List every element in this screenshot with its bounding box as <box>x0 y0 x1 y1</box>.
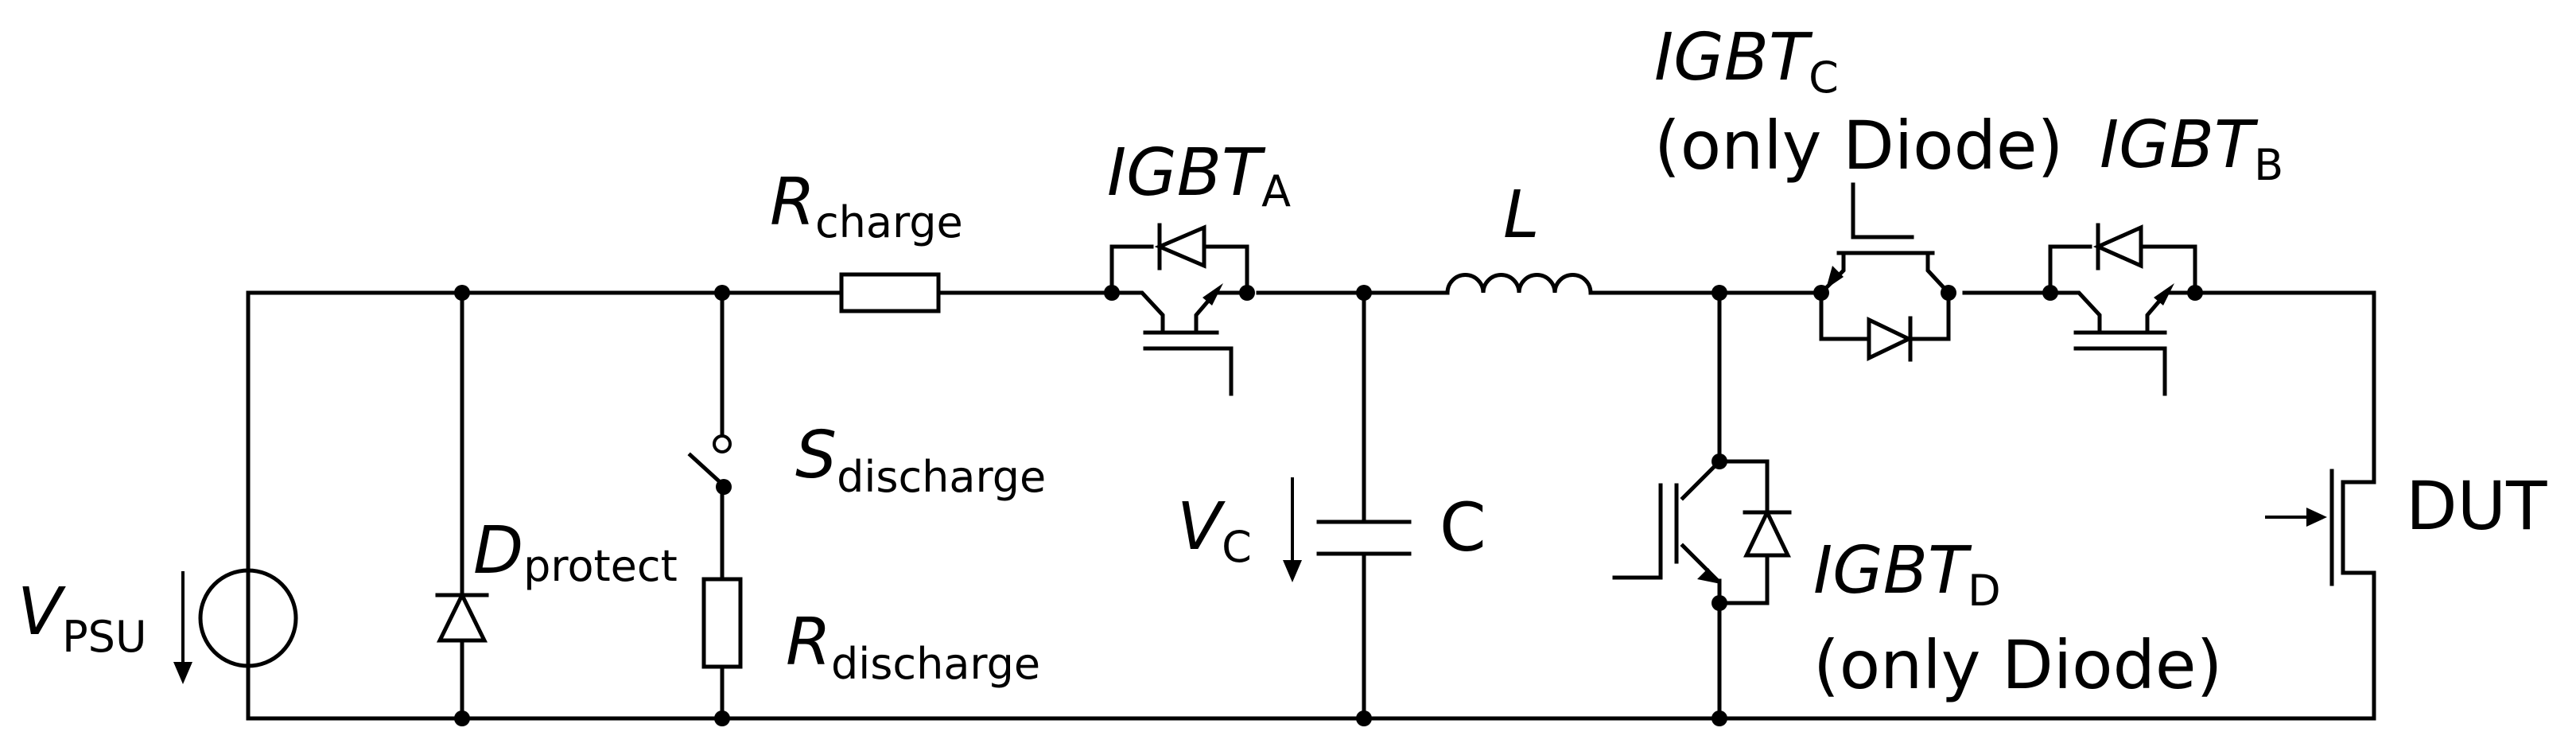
svg-text:Sdischarge: Sdischarge <box>795 418 1046 502</box>
svg-text:IGBTB: IGBTB <box>2100 107 2283 190</box>
sdischarge-label-sub: discharge <box>837 452 1046 502</box>
igbt-b: IGBTB <box>2042 107 2283 396</box>
sdischarge-label-main: S <box>795 418 837 493</box>
resistor-discharge: Rdischarge <box>701 577 1040 721</box>
vc-label-main: V <box>1177 489 1226 565</box>
svg-text:IGBTA: IGBTA <box>1107 135 1291 216</box>
igbta-label-sub: A <box>1261 166 1291 216</box>
rcharge-label-sub: charge <box>815 197 963 247</box>
vpsu-label-main: V <box>17 574 66 650</box>
igbtb-label-sub: B <box>2254 140 2283 190</box>
dprotect-label-sub: protect <box>523 541 678 591</box>
svg-text:IGBTC: IGBTC <box>1654 20 1839 103</box>
resistor-charge: Rcharge <box>770 165 963 313</box>
voltage-source-psu: VPSU <box>17 568 298 684</box>
igbtd-label-sub: D <box>1968 566 2001 616</box>
svg-text:VPSU: VPSU <box>17 574 146 662</box>
igbtc-label-sub: C <box>1809 53 1839 103</box>
svg-text:Dprotect: Dprotect <box>473 513 678 591</box>
junction-dots <box>454 285 1727 726</box>
bottom-rail <box>246 570 2376 721</box>
dut-mosfet: DUT <box>2265 467 2547 586</box>
capacitor-c: VC C <box>1177 290 1486 721</box>
switch-discharge: Sdischarge <box>687 290 1046 582</box>
igbtd-label-main: IGBT <box>1813 533 1972 609</box>
dut-label: DUT <box>2406 467 2547 545</box>
igbtc-note: (only Diode) <box>1654 107 2063 185</box>
igbta-label-main: IGBT <box>1107 135 1266 211</box>
igbt-c: IGBTC (only Diode) <box>1654 20 2063 362</box>
vc-label-sub: C <box>1222 522 1252 572</box>
rcharge-label-main: R <box>770 165 815 240</box>
igbt-d: IGBTD (only Diode) <box>1612 290 2222 721</box>
igbtd-note: (only Diode) <box>1813 626 2222 704</box>
top-rail <box>246 290 2376 485</box>
vpsu-label-sub: PSU <box>62 612 146 662</box>
capacitor-label: C <box>1440 488 1486 566</box>
dprotect-label-main: D <box>473 513 523 589</box>
inductor-label: L <box>1503 177 1540 253</box>
inductor-l: L <box>1445 177 1593 295</box>
svg-text:Rcharge: Rcharge <box>770 165 963 247</box>
diode-protect: Dprotect <box>435 290 678 721</box>
rdischarge-label-main: R <box>786 605 831 680</box>
igbtb-label-main: IGBT <box>2100 107 2259 183</box>
igbt-a: IGBTA <box>1104 135 1291 396</box>
svg-text:Rdischarge: Rdischarge <box>786 605 1040 689</box>
rdischarge-label-sub: discharge <box>831 639 1040 689</box>
svg-text:IGBTD: IGBTD <box>1813 533 2001 616</box>
svg-text:VC: VC <box>1177 489 1252 572</box>
igbtc-label-main: IGBT <box>1654 20 1813 95</box>
